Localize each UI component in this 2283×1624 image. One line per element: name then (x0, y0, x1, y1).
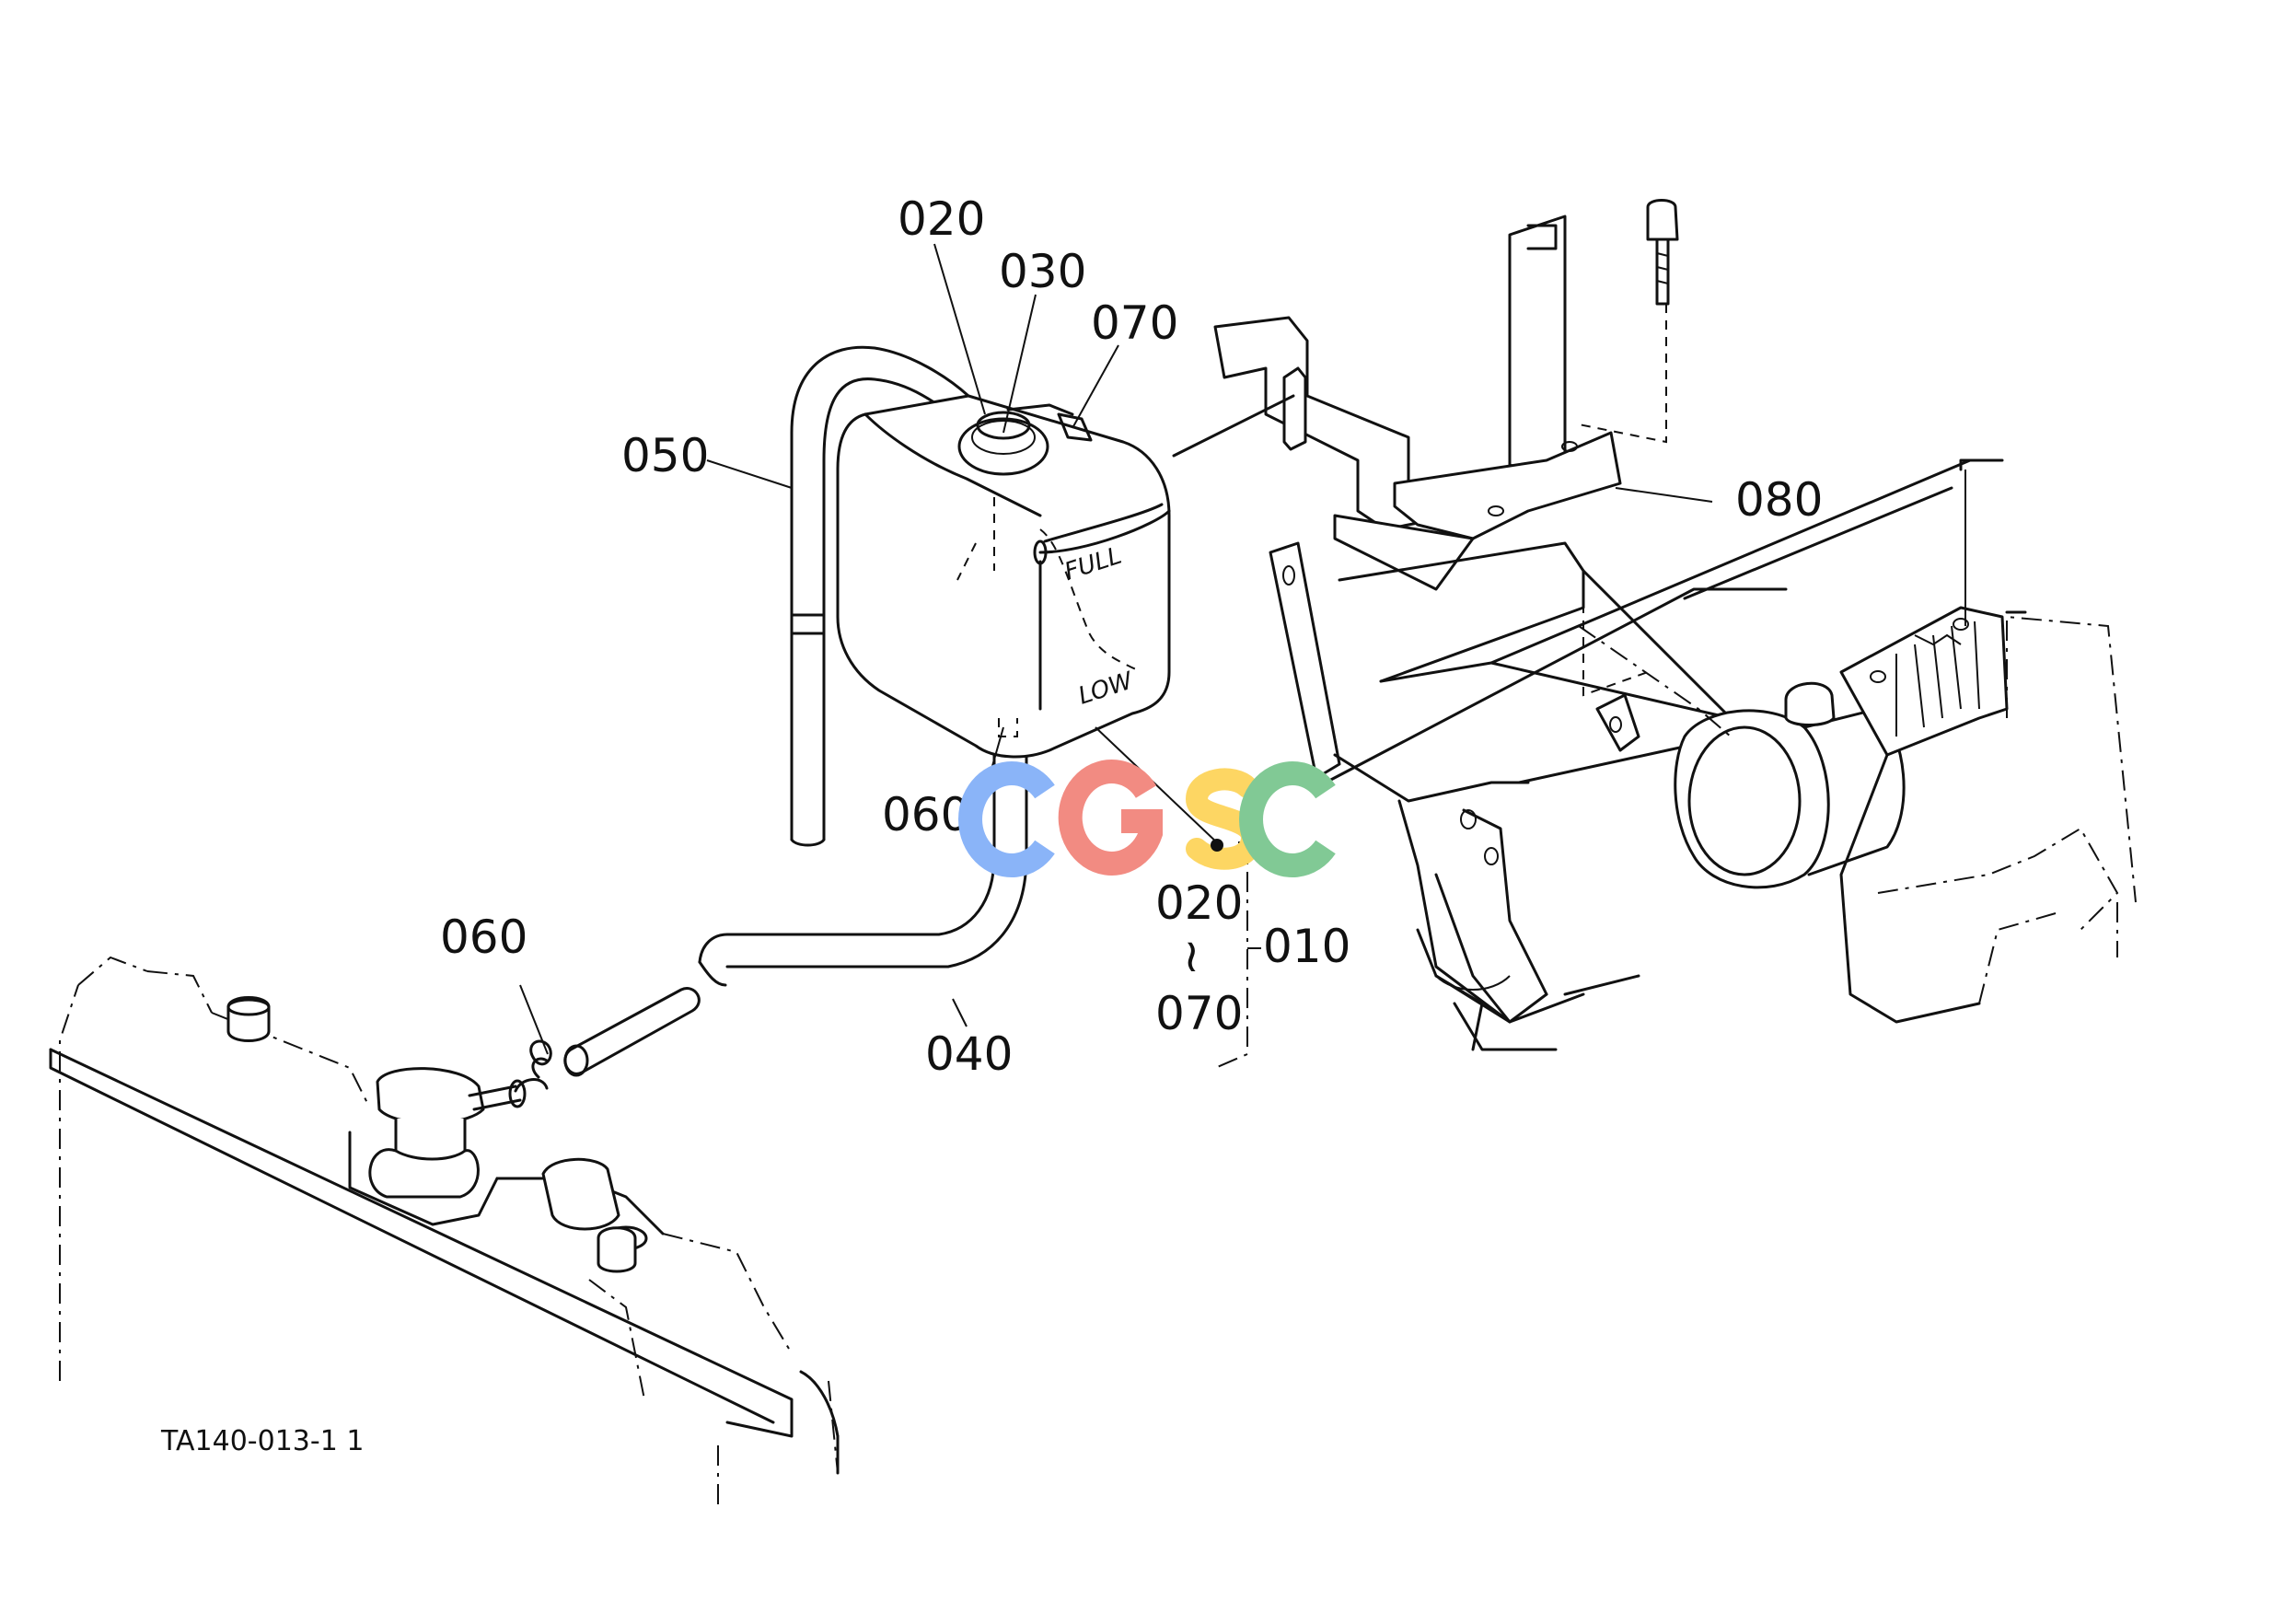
watermark-logo (958, 760, 1336, 877)
frame-leaders (1172, 394, 1966, 626)
callout-060-tank: 060 (882, 788, 969, 841)
callout-020-group: 020 (1155, 876, 1243, 930)
bolt (1573, 199, 1679, 444)
callouts: 020 030 070 050 080 060 020 ≀ 010 070 06… (160, 192, 1823, 1457)
callout-030-seal: 030 (999, 245, 1086, 298)
callout-060-hose: 060 (440, 911, 527, 964)
radiator (49, 956, 840, 1510)
figure-code: TA140-013-1 1 (160, 1425, 364, 1457)
callout-010-assy: 010 (1263, 920, 1350, 973)
callout-080-bracket: 080 (1735, 473, 1823, 527)
watermark-letter-c2 (1239, 761, 1336, 877)
callout-020-cap: 020 (898, 192, 985, 246)
watermark-letter-g (1058, 760, 1163, 876)
callout-070-clip: 070 (1091, 296, 1178, 350)
hose-clamp-060 (514, 1039, 552, 1093)
engine-frame (1269, 458, 2137, 1051)
callout-070-group: 070 (1155, 987, 1243, 1040)
watermark-letter-c1 (958, 761, 1055, 877)
callout-range-mark: ≀ (1183, 929, 1200, 982)
watermark-letter-s (1185, 768, 1264, 870)
leader-lines (519, 243, 1713, 1055)
callout-040-hose: 040 (925, 1027, 1013, 1081)
bracket-080 (1213, 215, 1622, 591)
callout-050-hose: 050 (621, 429, 709, 482)
reserve-tank: FULL LOW (836, 394, 1171, 759)
